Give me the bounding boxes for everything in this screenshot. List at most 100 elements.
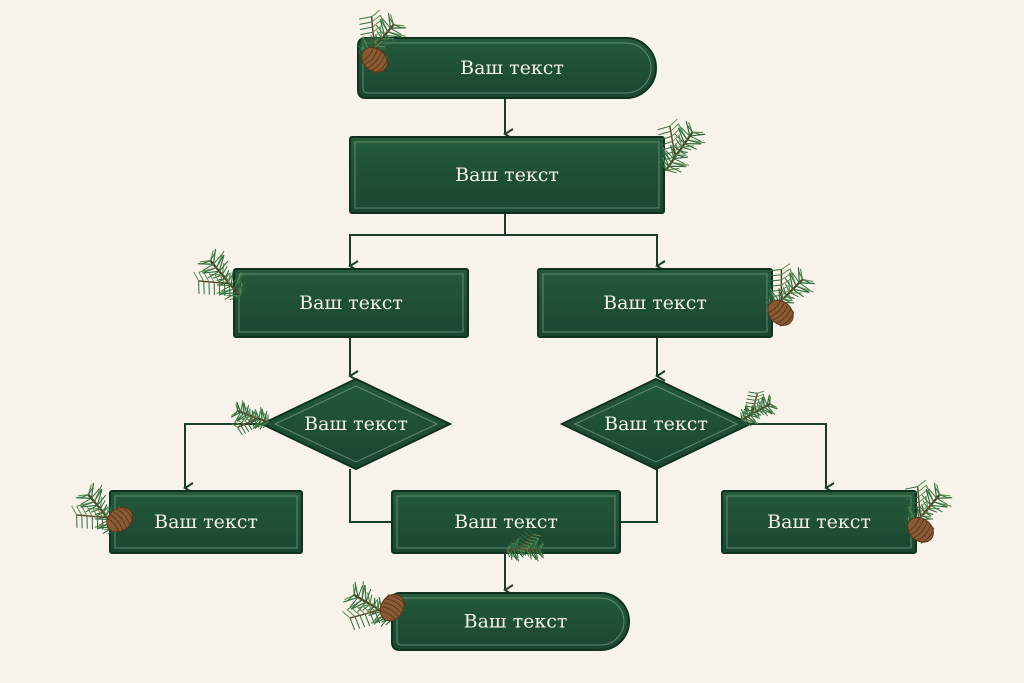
pine-needle	[367, 604, 376, 612]
pine-needle	[918, 495, 928, 503]
pine-needle	[525, 549, 530, 557]
pine-needle	[247, 415, 255, 421]
process-box	[391, 490, 621, 554]
pine-needle	[193, 271, 200, 282]
pine-needle	[768, 294, 782, 298]
pine-needle	[80, 494, 89, 499]
pine-needle	[933, 501, 948, 508]
pine-needle	[379, 19, 386, 36]
pine-needle	[681, 145, 694, 148]
pine-needle	[674, 133, 685, 145]
pine-needle	[255, 419, 263, 428]
connector-decision-left-to-outcome-left	[183, 423, 262, 494]
pine-needle	[741, 410, 745, 421]
pine-needle	[364, 585, 367, 603]
pine-needle	[241, 413, 248, 423]
pine-needle	[659, 160, 667, 171]
pine-needle	[359, 21, 373, 25]
pine-needle	[90, 488, 100, 499]
decision-diamond	[559, 377, 753, 471]
pine-needle	[387, 31, 402, 38]
pine-needle	[390, 27, 402, 35]
pine-needle	[86, 515, 88, 529]
pine-needle	[768, 269, 782, 272]
pine-needle	[208, 281, 210, 295]
pine-needle	[80, 501, 95, 508]
pine-cone-scale	[766, 299, 782, 314]
pine-needle	[99, 496, 103, 510]
pine-needle	[236, 281, 247, 293]
pine-needle	[267, 414, 269, 423]
pine-needle	[357, 585, 363, 598]
pine-needle	[202, 263, 214, 271]
pine-needle	[523, 531, 532, 538]
pine-needle	[760, 396, 763, 410]
pine-needle	[229, 295, 241, 301]
node-merge: Ваш текст	[391, 490, 621, 554]
pine-needle	[375, 24, 386, 36]
pine-needle	[234, 421, 242, 427]
pine-needle	[781, 289, 791, 296]
pine-needle	[382, 18, 392, 29]
pine-needle	[769, 403, 775, 409]
pine-needle	[680, 127, 691, 137]
pine-needle	[756, 394, 764, 398]
pine-cone-scale	[385, 598, 404, 610]
pine-needle	[766, 404, 778, 410]
pine-needle	[76, 514, 78, 528]
process-box-inner-border	[238, 273, 464, 333]
pine-needle	[781, 263, 791, 270]
pine-needle	[224, 274, 231, 284]
pine-needle	[247, 422, 253, 431]
node-label: Ваш текст	[767, 511, 871, 533]
pine-needle	[757, 390, 765, 394]
pine-needle	[227, 275, 233, 283]
pine-needle	[670, 161, 686, 167]
pine-needle	[372, 25, 382, 33]
pine-needle	[224, 291, 238, 300]
pine-needle	[657, 125, 670, 131]
pine-needle	[520, 546, 528, 550]
pine-branch-with-cone-icon	[71, 482, 134, 535]
pine-needle	[93, 488, 103, 503]
pine-needle	[253, 419, 260, 428]
pine-needle	[662, 156, 667, 171]
pine-needle	[220, 288, 235, 295]
pine-needle	[213, 282, 215, 296]
pine-needle	[264, 410, 268, 422]
pine-needle	[768, 289, 782, 293]
pine-needle	[743, 409, 753, 412]
pine-needle	[920, 510, 929, 519]
node-step2-left: Ваш текст	[233, 268, 469, 338]
pine-branch-icon	[193, 248, 247, 301]
pine-needle	[352, 608, 361, 616]
pine-needle	[263, 412, 269, 423]
pine-needle	[223, 283, 226, 297]
pine-needle	[91, 507, 98, 518]
pine-needle	[792, 288, 810, 293]
pine-needle	[746, 398, 756, 401]
pine-needle	[670, 123, 679, 132]
pine-needle	[241, 418, 248, 424]
pine-needle	[905, 496, 919, 501]
pine-needle	[237, 404, 239, 412]
pine-needle	[523, 544, 531, 547]
pine-needle	[221, 266, 228, 276]
pine-needle	[354, 616, 361, 629]
pine-needle	[512, 549, 518, 560]
pine-cone-scale	[374, 57, 389, 74]
pine-needle	[516, 549, 519, 559]
pine-needle	[343, 596, 359, 603]
pine-needle	[387, 12, 392, 29]
pine-needle	[230, 271, 234, 287]
pine-needle	[219, 291, 238, 295]
pine-needle	[384, 34, 402, 38]
pine-needle	[243, 402, 248, 415]
connectors	[183, 98, 835, 596]
pine-needle	[676, 139, 683, 148]
pine-needle	[365, 589, 372, 603]
process-box-inner-border	[396, 495, 616, 549]
connector-decision-right-to-merge	[620, 469, 658, 523]
pine-needle	[919, 505, 929, 513]
pine-needle	[798, 282, 815, 285]
